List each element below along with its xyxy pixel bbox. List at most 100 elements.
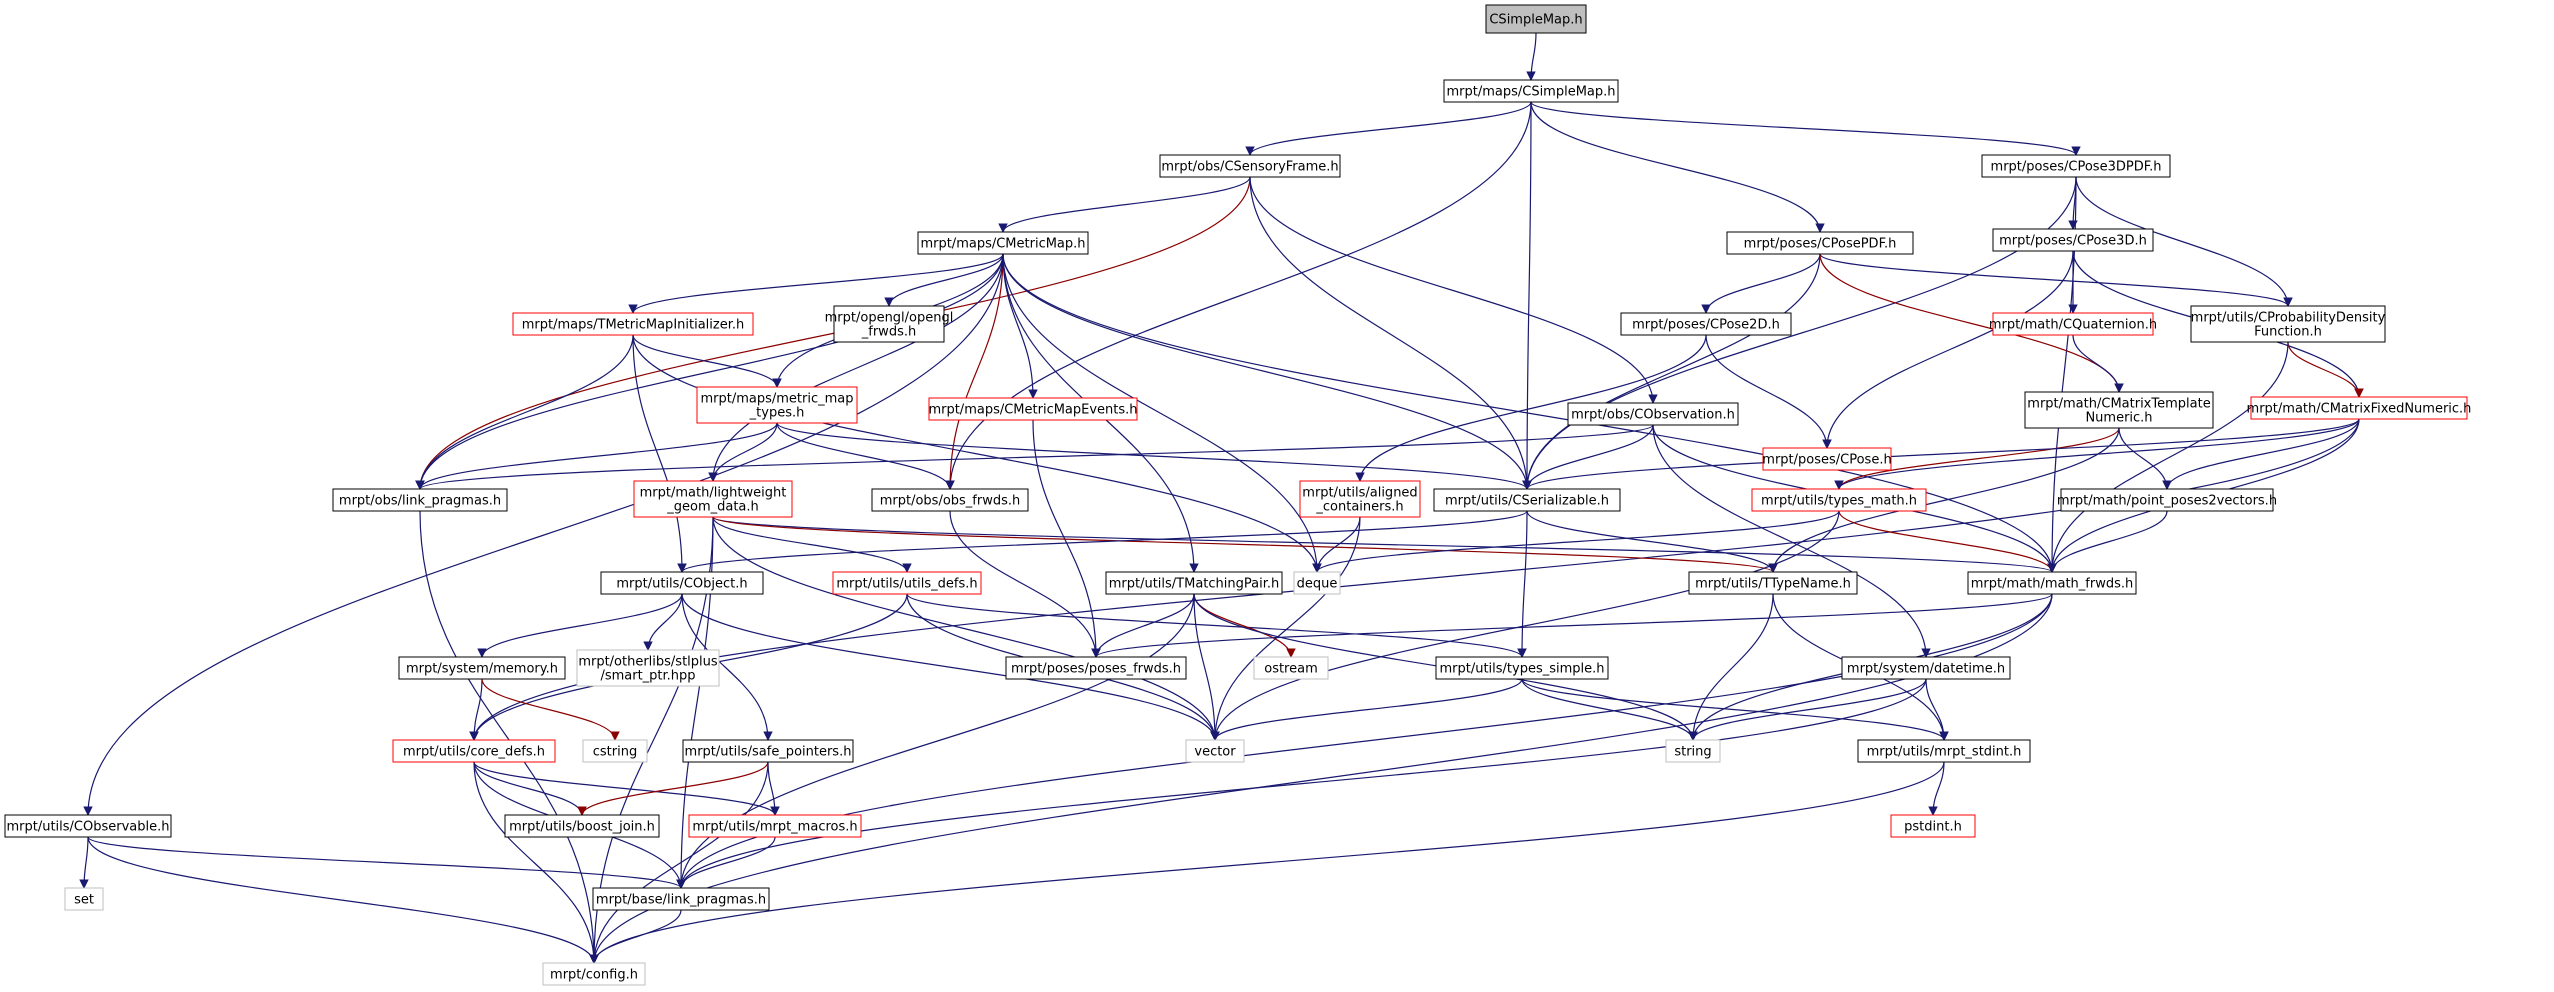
node-utils_defs[interactable]: mrpt/utils/utils_defs.h bbox=[832, 571, 982, 595]
node-lightweight[interactable]: mrpt/math/lightweight_geom_data.h bbox=[633, 480, 793, 518]
edge-line bbox=[1210, 516, 1361, 741]
edge-types_math-to-vector bbox=[1210, 510, 1840, 741]
edge-line bbox=[577, 761, 769, 816]
node-label: mrpt/math/lightweight bbox=[640, 486, 787, 501]
edge-types_math-to-deque bbox=[1312, 510, 1840, 573]
node-maps_simplemap[interactable]: mrpt/maps/CSimpleMap.h bbox=[1443, 79, 1619, 103]
edge-datetime-to-mrpt_stdint bbox=[1925, 678, 1949, 741]
node-posepdf[interactable]: mrpt/poses/CPosePDF.h bbox=[1726, 231, 1914, 255]
edge-line bbox=[1526, 510, 1778, 573]
edge-line bbox=[1210, 678, 1523, 741]
node-mrpt_stdint[interactable]: mrpt/utils/mrpt_stdint.h bbox=[1857, 739, 2031, 763]
node-label: mrpt/maps/metric_map bbox=[700, 392, 853, 407]
edge-lightweight-to-ttypename bbox=[712, 516, 1778, 573]
edge-posepdf-to-cprobdens bbox=[1819, 253, 2293, 307]
edge-root-to-maps_simplemap bbox=[1526, 32, 1537, 81]
node-label: mrpt/utils/TMatchingPair.h bbox=[1109, 577, 1280, 592]
node-obs_frwds[interactable]: mrpt/obs/obs_frwds.h bbox=[871, 488, 1029, 512]
node-cmetricmapevents[interactable]: mrpt/maps/CMetricMapEvents.h bbox=[928, 397, 1138, 421]
node-poses_frwds[interactable]: mrpt/poses/poses_frwds.h bbox=[1005, 656, 1187, 680]
node-metric_map_types[interactable]: mrpt/maps/metric_map_types.h bbox=[696, 386, 858, 424]
node-label: mrpt/utils/CObject.h bbox=[616, 577, 747, 592]
node-label: mrpt/utils/types_simple.h bbox=[1439, 662, 1604, 677]
edge-tmetricinit-to-metric_map_types bbox=[632, 334, 782, 388]
node-point_poses2vectors[interactable]: mrpt/math/point_poses2vectors.h bbox=[2057, 488, 2277, 512]
node-label: mrpt/poses/CPose3D.h bbox=[1999, 234, 2147, 249]
edge-line bbox=[477, 593, 683, 658]
node-cpose2d[interactable]: mrpt/poses/CPose2D.h bbox=[1620, 312, 1792, 336]
edge-line bbox=[1193, 593, 1220, 741]
node-datetime[interactable]: mrpt/system/datetime.h bbox=[1841, 656, 2011, 680]
node-tmatchingpair[interactable]: mrpt/utils/TMatchingPair.h bbox=[1105, 571, 1283, 595]
edge-base_link_pragmas-to-config bbox=[589, 909, 682, 964]
edge-line bbox=[87, 836, 599, 964]
node-aligned[interactable]: mrpt/utils/aligned_containers.h bbox=[1299, 480, 1421, 518]
node-types_simple[interactable]: mrpt/utils/types_simple.h bbox=[1435, 656, 1609, 680]
edge-line bbox=[469, 678, 483, 741]
edge-line bbox=[1705, 334, 1832, 449]
node-base_link_pragmas[interactable]: mrpt/base/link_pragmas.h bbox=[592, 887, 770, 911]
edge-line bbox=[589, 761, 769, 964]
edge-metricmap-to-math_frwds bbox=[1002, 253, 2057, 573]
node-cobservable[interactable]: mrpt/utils/CObservable.h bbox=[4, 814, 172, 838]
node-cquaternion[interactable]: mrpt/math/CQuaternion.h bbox=[1989, 312, 2157, 336]
node-safe_pointers[interactable]: mrpt/utils/safe_pointers.h bbox=[682, 739, 854, 763]
edge-line bbox=[1701, 253, 1821, 314]
node-label: deque bbox=[1297, 577, 1338, 592]
node-sensoryframe[interactable]: mrpt/obs/CSensoryFrame.h bbox=[1159, 154, 1341, 178]
edge-line bbox=[949, 510, 1101, 658]
node-opengl_frwds[interactable]: mrpt/opengl/opengl_frwds.h bbox=[825, 305, 954, 343]
edge-pose3dpdf-to-cprobdens bbox=[2075, 176, 2293, 307]
node-obs_link_pragmas[interactable]: mrpt/obs/link_pragmas.h bbox=[332, 488, 508, 512]
node-boost_join[interactable]: mrpt/utils/boost_join.h bbox=[504, 814, 660, 838]
node-box bbox=[1299, 480, 1421, 518]
edge-line bbox=[1688, 593, 1774, 741]
node-metricmap[interactable]: mrpt/maps/CMetricMap.h bbox=[917, 231, 1089, 255]
edge-types_math-to-math_frwds bbox=[1838, 510, 2057, 573]
node-cobservation[interactable]: mrpt/obs/CObservation.h bbox=[1567, 402, 1739, 426]
edge-metricmap-to-deque bbox=[1002, 253, 1322, 573]
edge-line bbox=[906, 593, 1527, 658]
node-cpose3d[interactable]: mrpt/poses/CPose3D.h bbox=[1992, 228, 2154, 252]
node-box bbox=[1726, 231, 1914, 255]
node-tmetricinit[interactable]: mrpt/maps/TMetricMapInitializer.h bbox=[512, 312, 754, 336]
edge-line bbox=[1522, 424, 1654, 490]
node-types_math[interactable]: mrpt/utils/types_math.h bbox=[1751, 488, 1927, 512]
nodes: CSimpleMap.h mrpt/maps/CSimpleMap.h mrpt/o… bbox=[4, 4, 2472, 986]
edge-point_poses2vectors-to-math_frwds bbox=[2047, 510, 2168, 573]
node-label: mrpt/math/CMatrixTemplate bbox=[2027, 397, 2210, 412]
node-root[interactable]: CSimpleMap.h bbox=[1485, 4, 1587, 34]
edge-memory-to-core_defs bbox=[469, 678, 483, 741]
edge-core_defs-to-config bbox=[473, 761, 599, 964]
node-box bbox=[1992, 312, 2154, 336]
node-label: mrpt/maps/CSimpleMap.h bbox=[1446, 85, 1615, 100]
node-box bbox=[871, 488, 1029, 512]
node-cserializable[interactable]: mrpt/utils/CSerializable.h bbox=[1433, 488, 1621, 512]
node-memory[interactable]: mrpt/system/memory.h bbox=[398, 656, 566, 680]
node-cmatrixfixed[interactable]: mrpt/math/CMatrixFixedNumeric.h bbox=[2247, 396, 2472, 420]
edge-line bbox=[419, 510, 599, 964]
edge-line bbox=[1928, 761, 1945, 816]
node-label: mrpt/maps/TMetricMapInitializer.h bbox=[522, 318, 745, 333]
node-cpose[interactable]: mrpt/poses/CPose.h bbox=[1762, 447, 1892, 471]
node-label: mrpt/utils/CProbabilityDensity bbox=[2191, 311, 2386, 326]
edge-line bbox=[632, 334, 687, 573]
node-ttypename[interactable]: mrpt/utils/TTypeName.h bbox=[1688, 571, 1858, 595]
node-box bbox=[1981, 154, 2171, 178]
edge-types_simple-to-mrpt_stdint bbox=[1521, 678, 1949, 741]
node-mrpt_macros[interactable]: mrpt/utils/mrpt_macros.h bbox=[688, 814, 862, 838]
node-pose3dpdf[interactable]: mrpt/poses/CPose3DPDF.h bbox=[1981, 154, 2171, 178]
edge-cobject-to-vector bbox=[681, 593, 1220, 741]
node-math_frwds[interactable]: mrpt/math/math_frwds.h bbox=[1967, 571, 2137, 595]
edge-tmatchingpair-to-vector bbox=[1193, 593, 1220, 741]
node-label: mrpt/utils/CObservable.h bbox=[6, 820, 169, 835]
node-pstdint[interactable]: pstdint.h bbox=[1890, 814, 1976, 838]
node-label: CSimpleMap.h bbox=[1489, 13, 1582, 28]
edge-line bbox=[1526, 32, 1537, 81]
edge-cpose2d-to-aligned bbox=[1355, 334, 1707, 482]
node-box bbox=[2024, 391, 2214, 429]
node-core_defs[interactable]: mrpt/utils/core_defs.h bbox=[392, 739, 556, 763]
node-cobject[interactable]: mrpt/utils/CObject.h bbox=[600, 571, 764, 595]
